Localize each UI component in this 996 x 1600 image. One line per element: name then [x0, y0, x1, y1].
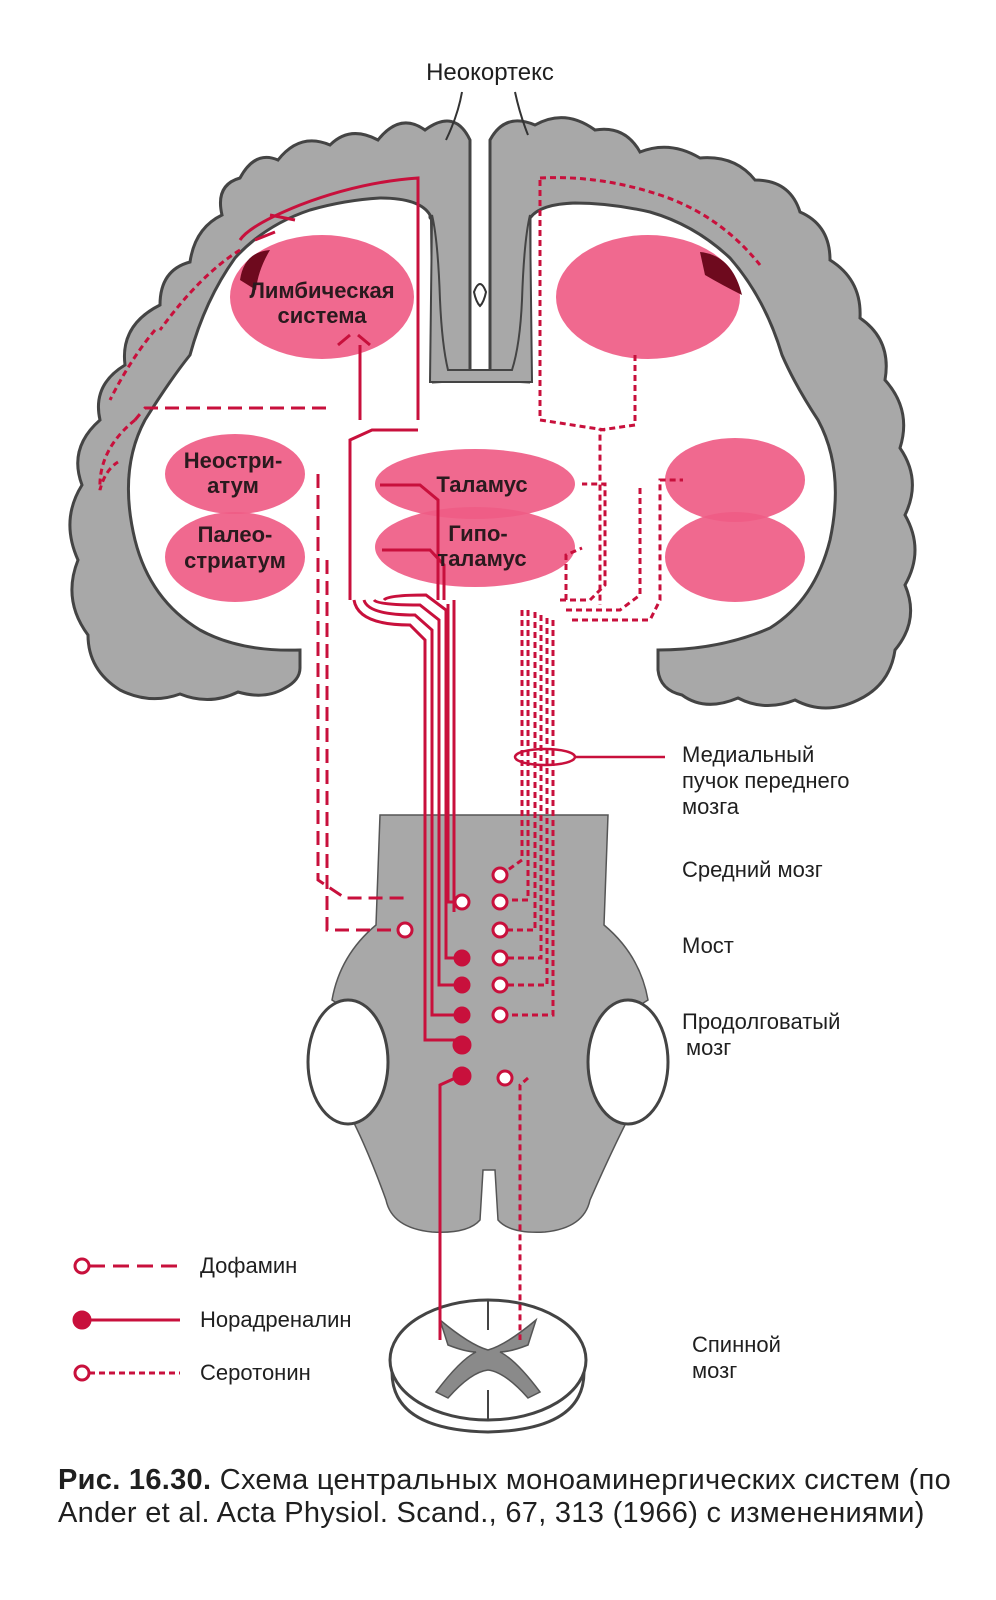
cortex-terminal-left	[240, 250, 270, 290]
label-medulla-1: Продолговатый	[682, 1009, 840, 1034]
hypothalamus	[375, 507, 575, 587]
noradrenaline-nucleus	[452, 1035, 472, 1055]
pathways	[98, 176, 762, 1340]
noradrenaline-nucleus	[453, 893, 471, 911]
neostriatum	[165, 434, 305, 514]
legend-dopamine-label: Дофамин	[200, 1253, 297, 1278]
label-neostriatum-1: Неостри-	[184, 448, 283, 473]
nuclei	[396, 866, 514, 1087]
serotonin-pathways	[98, 176, 762, 1340]
label-medulla-2: мозг	[686, 1035, 731, 1060]
left-peduncle	[306, 998, 390, 1126]
dopamine-nucleus	[396, 921, 414, 939]
caption-text: Схема центральных моноаминергических сис…	[58, 1464, 952, 1529]
serotonin-nucleus	[491, 866, 509, 884]
noradrenaline-nucleus	[453, 949, 471, 967]
target-regions	[165, 235, 805, 602]
legend-noradrenaline: Норадреналин	[72, 1307, 352, 1332]
midline-septum	[428, 214, 534, 383]
right-peduncle	[586, 998, 670, 1126]
dopamine-pathways	[133, 406, 410, 932]
region-labels: Неокортекс Лимбическая система Неостри- …	[184, 59, 850, 1383]
label-midbrain: Средний мозг	[682, 857, 823, 882]
right-striatum-lower	[665, 512, 805, 602]
right-hemisphere-cortex	[488, 116, 917, 710]
serotonin-nucleus	[491, 949, 509, 967]
label-spinal-2: мозг	[692, 1358, 737, 1383]
noradrenaline-nucleus	[453, 976, 471, 994]
serotonin-nucleus	[491, 976, 509, 994]
legend-serotonin-label: Серотонин	[200, 1360, 311, 1385]
legend-dopamine: Дофамин	[73, 1253, 297, 1278]
serotonin-nucleus	[491, 921, 509, 939]
label-hypothalamus-1: Гипо-	[448, 521, 508, 546]
midline-ventricle	[472, 283, 488, 308]
noradrenaline-pathways	[238, 176, 463, 1340]
serotonin-nucleus	[491, 1006, 509, 1024]
caption-number: Рис. 16.30.	[58, 1464, 212, 1496]
label-neocortex: Неокортекс	[426, 59, 554, 86]
spinal-cord-section	[388, 1298, 588, 1434]
label-mfb-2: пучок переднего	[682, 768, 849, 793]
label-paleostriatum-2: стриатум	[184, 548, 286, 573]
serotonin-nucleus	[496, 1069, 514, 1087]
limbic-system-left	[230, 235, 414, 359]
mfb-ring	[513, 747, 577, 767]
label-hypothalamus-2: таламус	[437, 546, 526, 571]
label-thalamus: Таламус	[436, 472, 527, 497]
label-paleostriatum-1: Палео-	[198, 522, 273, 547]
legend-serotonin: Серотонин	[73, 1360, 311, 1385]
legend-noradrenaline-label: Норадреналин	[200, 1307, 352, 1332]
figure-caption: Рис. 16.30. Схема центральных моноаминер…	[58, 1464, 968, 1530]
label-mfb-3: мозга	[682, 794, 740, 819]
noradrenaline-nucleus	[452, 1066, 472, 1086]
label-limbic-2: система	[278, 303, 368, 328]
label-spinal-1: Спинной	[692, 1332, 781, 1357]
paleostriatum	[165, 512, 305, 602]
label-mfb-1: Медиальный	[682, 742, 814, 767]
label-neostriatum-2: атум	[207, 473, 259, 498]
cortex-terminal-right	[700, 252, 742, 295]
legend: Дофамин Норадреналин Серотонин	[72, 1253, 352, 1385]
thalamus	[375, 449, 575, 519]
limbic-system-right	[556, 235, 740, 359]
left-hemisphere-cortex	[68, 119, 472, 701]
label-limbic-1: Лимбическая	[249, 278, 394, 303]
noradrenaline-nucleus	[453, 1006, 471, 1024]
serotonin-nucleus	[491, 893, 509, 911]
right-striatum-upper	[665, 438, 805, 522]
label-pons: Мост	[682, 933, 734, 958]
